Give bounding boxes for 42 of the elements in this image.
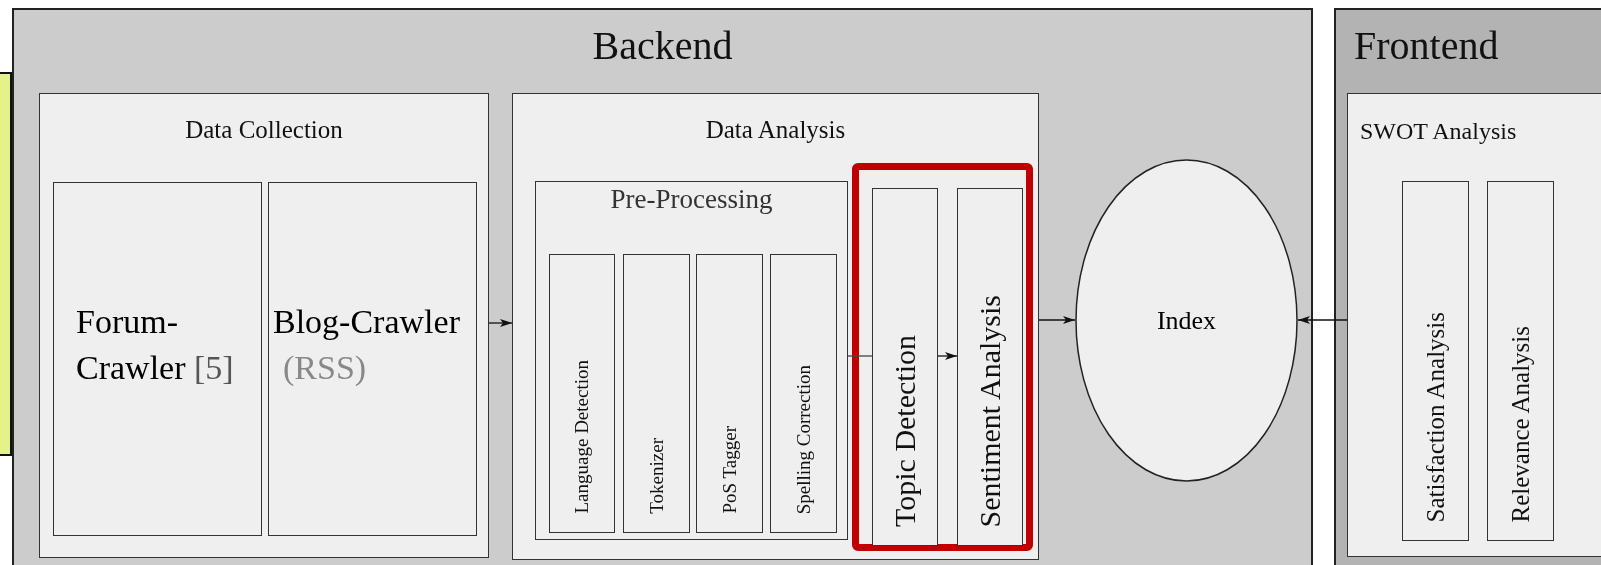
side-panel [0, 72, 12, 456]
group-heading: Frontend [1354, 22, 1499, 69]
group-panel [535, 181, 848, 540]
box-label: Language Detection [571, 360, 593, 514]
group-heading: Backend [591, 22, 734, 69]
process-box [268, 182, 477, 536]
box-sublabel: (RSS) [282, 347, 368, 388]
box-label: Topic Detection [888, 335, 922, 527]
process-box [53, 182, 262, 536]
arrow [1038, 316, 1076, 324]
process-box [957, 188, 1023, 546]
box-label: PoS Tagger [718, 426, 741, 514]
group-panel [512, 93, 1039, 560]
arrow [937, 352, 958, 360]
highlight-frame [852, 163, 1033, 551]
box-label: Sentiment Analysis [973, 294, 1007, 527]
process-box [549, 254, 615, 533]
process-box [1402, 181, 1469, 541]
group-panel [1347, 93, 1601, 557]
process-box [1487, 181, 1554, 541]
index-ellipse [1075, 159, 1298, 482]
group-heading: Data Analysis [704, 116, 847, 144]
group-heading: Pre-Processing [609, 184, 774, 215]
arrow [488, 319, 513, 327]
connector-line [847, 355, 873, 357]
box-label: Satisfaction Analysis [1421, 311, 1450, 522]
process-box [770, 254, 837, 533]
group-panel [1334, 8, 1601, 565]
group-heading: Data Collection [184, 116, 344, 144]
box-label: Blog-Crawler [273, 302, 461, 342]
process-box [696, 254, 763, 533]
box-label: Index [1156, 305, 1217, 336]
process-box [872, 188, 938, 546]
group-panel [39, 93, 489, 558]
process-box [623, 254, 690, 533]
arrow [1297, 316, 1348, 324]
box-label: Forum-Crawler [5] [76, 302, 235, 388]
box-label: Relevance Analysis [1506, 325, 1535, 522]
group-panel [12, 8, 1313, 565]
box-label: Tokenizer [645, 438, 668, 514]
box-label: Spelling Correction [792, 364, 815, 514]
group-heading: SWOT Analysis [1360, 118, 1517, 145]
